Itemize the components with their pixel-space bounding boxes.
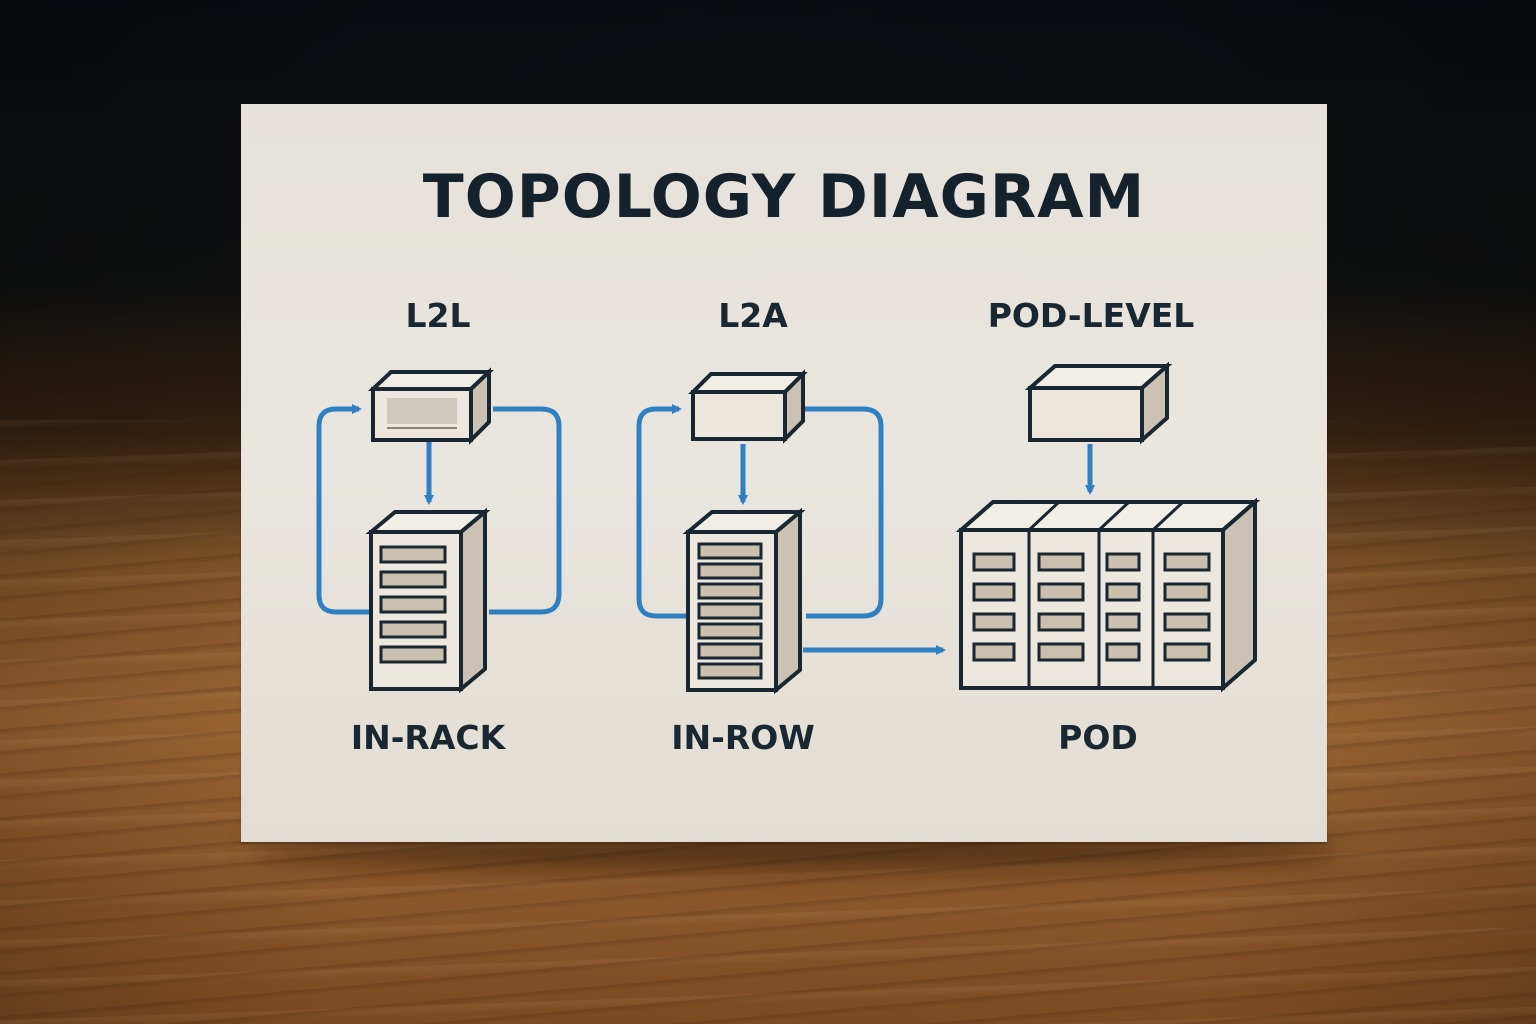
l2l-loop-arrow bbox=[316, 404, 562, 615]
l2a-loop-arrow bbox=[636, 404, 884, 619]
pod-racks-icon bbox=[955, 497, 1261, 693]
l2a-switch-box-icon bbox=[688, 369, 808, 444]
l2l-switch-box-icon bbox=[367, 367, 495, 445]
heading-l2l: L2L bbox=[405, 296, 471, 335]
caption-in-rack: IN-RACK bbox=[350, 718, 506, 757]
pod-switch-box-icon bbox=[1024, 361, 1173, 445]
heading-pod-level: POD-LEVEL bbox=[987, 296, 1195, 335]
heading-l2a: L2A bbox=[718, 296, 788, 335]
caption-pod: POD bbox=[1058, 718, 1138, 757]
caption-in-row: IN-ROW bbox=[671, 718, 815, 757]
diagram-card: TOPOLOGY DIAGRAM L2L L2A POD-LEVEL IN-RA… bbox=[241, 104, 1327, 842]
diagram-title: TOPOLOGY DIAGRAM bbox=[422, 162, 1146, 232]
topology-drawing bbox=[316, 361, 1261, 695]
l2a-server-rack-icon bbox=[682, 507, 806, 695]
l2l-server-rack-icon bbox=[365, 507, 491, 694]
